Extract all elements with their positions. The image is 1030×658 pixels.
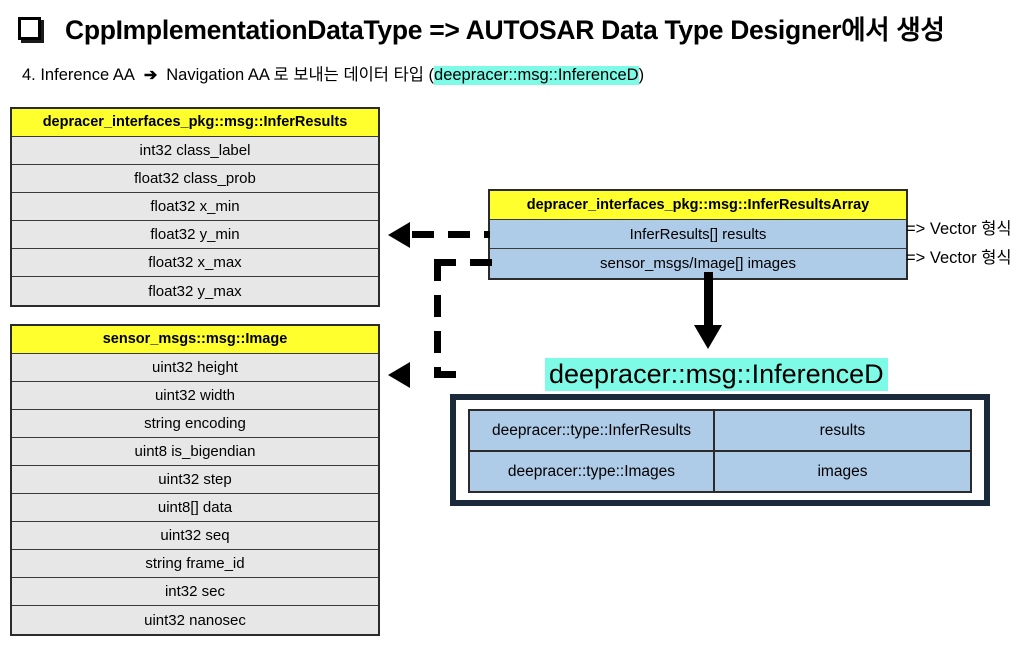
table-row: deepracer::type::Images images	[468, 450, 973, 493]
arrow-head-images-icon	[388, 362, 410, 388]
table-row: uint32 seq	[12, 522, 378, 550]
dashed-connector-images-bottom	[434, 371, 468, 378]
subtitle: 4. Inference AA ➔ Navigation AA 로 보내는 데이…	[22, 61, 644, 85]
page-title: CppImplementationDataType => AUTOSAR Dat…	[18, 8, 945, 47]
table-row: uint8[] data	[12, 494, 378, 522]
table-header: sensor_msgs::msg::Image	[12, 326, 378, 354]
subtitle-paren-close: )	[638, 66, 645, 84]
annotation-vector-results: => Vector 형식	[906, 220, 1012, 238]
table-header: depracer_interfaces_pkg::msg::InferResul…	[12, 109, 378, 137]
table-row: deepracer::type::InferResults results	[468, 409, 973, 452]
inference-d-type: deepracer::type::InferResults	[468, 409, 715, 452]
dashed-connector-images-top	[434, 259, 492, 266]
annotation-vector-images: => Vector 형식	[906, 249, 1012, 267]
table-row: int32 sec	[12, 578, 378, 606]
table-row: float32 x_min	[12, 193, 378, 221]
square-bullet-icon	[18, 17, 41, 40]
table-row: uint32 nanosec	[12, 606, 378, 634]
subtitle-highlighted-type: deepracer::msg::InferenceD	[434, 66, 639, 85]
table-row: string frame_id	[12, 550, 378, 578]
dashed-connector-images-vertical	[434, 259, 441, 377]
table-row: uint32 step	[12, 466, 378, 494]
right-arrow-icon: ➔	[143, 67, 158, 84]
solid-arrow-head-down-icon	[694, 325, 722, 349]
solid-arrow-shaft-icon	[704, 272, 713, 334]
table-infer-results-array: depracer_interfaces_pkg::msg::InferResul…	[488, 189, 908, 280]
table-header: depracer_interfaces_pkg::msg::InferResul…	[490, 191, 906, 220]
table-row: uint32 height	[12, 354, 378, 382]
table-row: float32 y_max	[12, 277, 378, 305]
subtitle-middle: Navigation AA 로 보내는 데이터 타입	[166, 66, 424, 84]
subtitle-prefix: 4. Inference AA	[22, 66, 135, 84]
table-row: uint8 is_bigendian	[12, 438, 378, 466]
title-text: CppImplementationDataType => AUTOSAR Dat…	[65, 15, 945, 45]
table-row: float32 x_max	[12, 249, 378, 277]
table-row: float32 y_min	[12, 221, 378, 249]
table-infer-results: depracer_interfaces_pkg::msg::InferResul…	[10, 107, 380, 307]
subtitle-paren-open: (	[428, 66, 435, 84]
table-row: sensor_msgs/Image[] images	[490, 249, 906, 278]
inference-d-name: images	[712, 450, 973, 493]
dashed-connector-results	[412, 231, 490, 238]
table-row: string encoding	[12, 410, 378, 438]
inference-d-box: deepracer::type::InferResults results de…	[450, 394, 990, 506]
table-row: uint32 width	[12, 382, 378, 410]
inference-d-title: deepracer::msg::InferenceD	[545, 358, 888, 392]
table-row: float32 class_prob	[12, 165, 378, 193]
inference-d-name: results	[712, 409, 973, 452]
inference-d-type: deepracer::type::Images	[468, 450, 715, 493]
table-sensor-image: sensor_msgs::msg::Image uint32 height ui…	[10, 324, 380, 636]
arrow-head-results-icon	[388, 222, 410, 248]
table-row: int32 class_label	[12, 137, 378, 165]
table-row: InferResults[] results	[490, 220, 906, 249]
